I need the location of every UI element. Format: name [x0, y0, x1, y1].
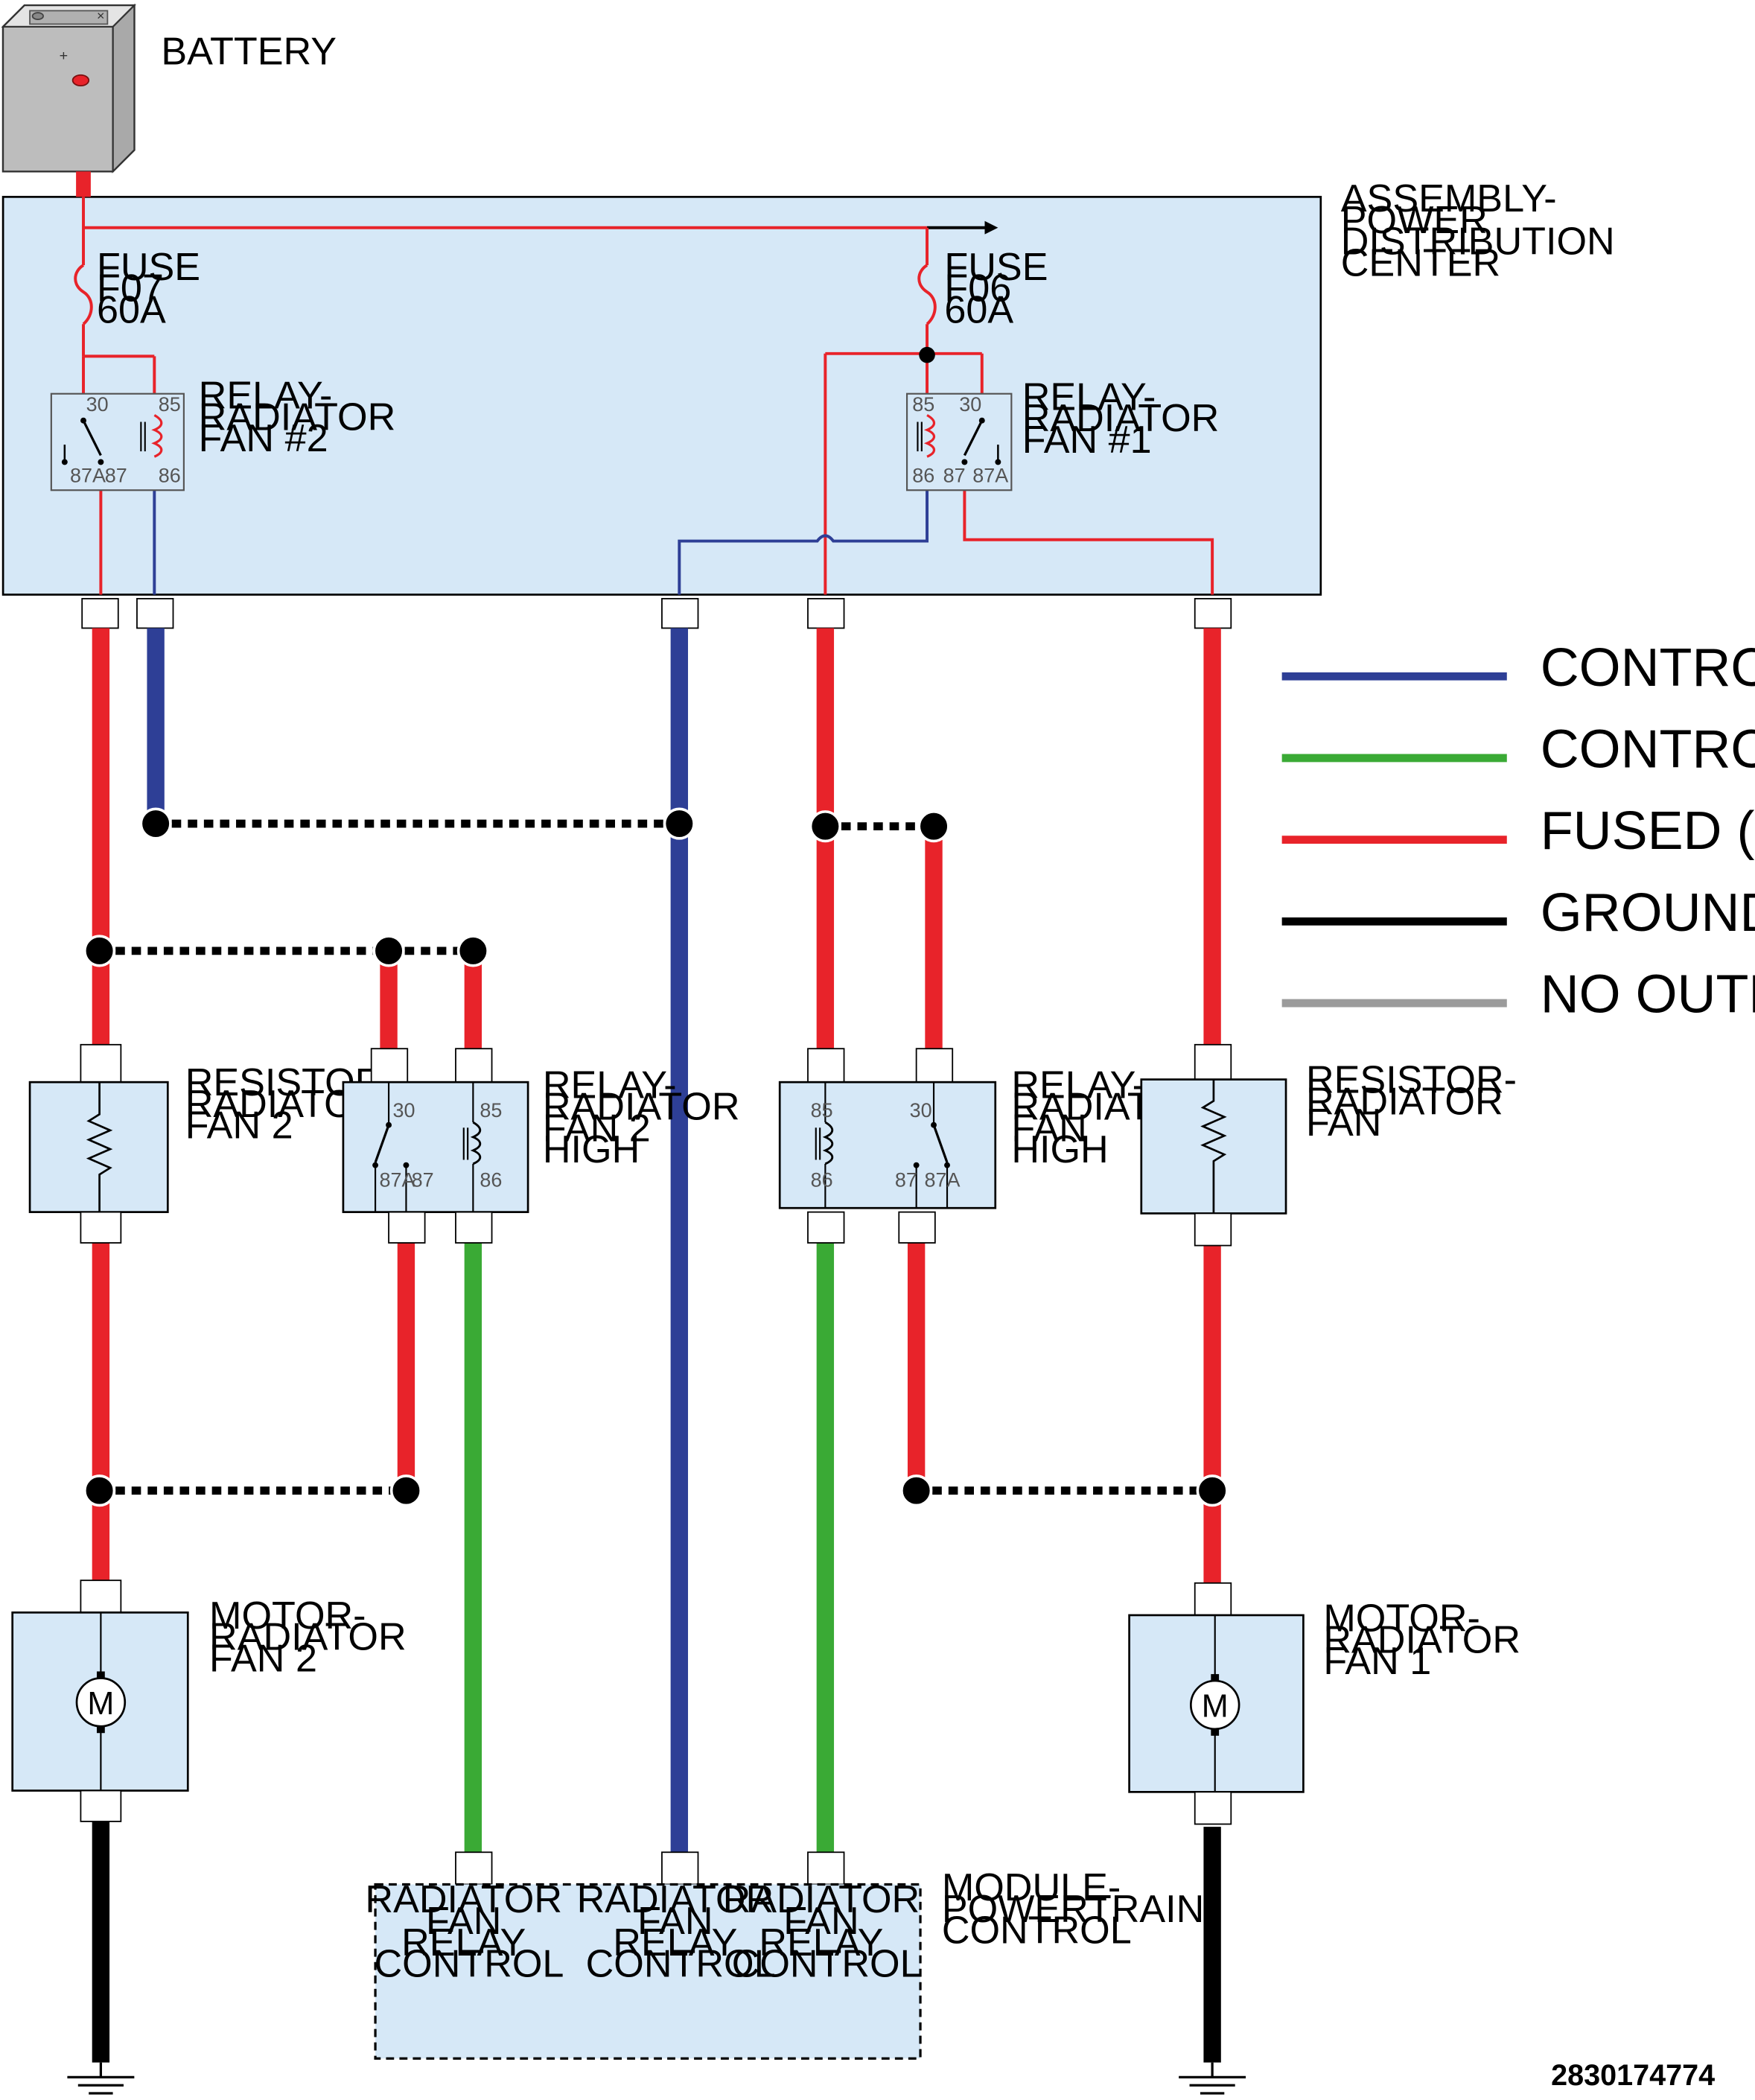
- svg-text:87A: 87A: [70, 464, 106, 486]
- relay-fan-high-label: RELAY- RADIATOR FAN HIGH: [1011, 1064, 1219, 1171]
- svg-text:87: 87: [943, 464, 966, 486]
- svg-text:86: 86: [912, 464, 934, 486]
- svg-text:85: 85: [912, 393, 934, 416]
- fuse-f07-symbol: [74, 264, 93, 325]
- pcm-pin-3-label: RADIATOR FAN RELAY CONTROL: [723, 1878, 931, 1985]
- pcm-pin-1-label: RADIATOR FAN RELAY CONTROL: [365, 1878, 573, 1985]
- pcm-pin-2-label: RADIATOR FAN RELAY CONTROL: [577, 1878, 785, 1985]
- fuse-f06-label: FUSE F06 60A: [944, 246, 1059, 332]
- fuse-f06-symbol: [917, 264, 937, 325]
- svg-text:×: ×: [97, 8, 105, 23]
- svg-text:86: 86: [480, 1168, 502, 1191]
- svg-text:30: 30: [959, 393, 981, 416]
- legend-label-ground: GROUND: [1541, 883, 1755, 943]
- svg-text:87: 87: [895, 1168, 917, 1191]
- battery: + ×: [1, 3, 136, 174]
- relay-fan1-label: RELAY- RADIATOR FAN #1: [1022, 375, 1230, 462]
- resistor-fan2-symbol: [86, 1082, 113, 1212]
- battery-label: BATTERY: [161, 30, 337, 73]
- svg-text:87A: 87A: [379, 1168, 415, 1191]
- relay-radiator-fan-2-high: 30 85 87A 87 86: [342, 1081, 529, 1213]
- legend: CONTROL ON CONTROL OFF FUSED (B+) GROUND…: [1281, 638, 1755, 1025]
- motor-radiator-fan-2: M: [11, 1611, 189, 1792]
- relay-fan2-label: RELAY- RADIATOR FAN #2: [199, 375, 407, 461]
- ground-symbol-fan1: [1179, 2062, 1246, 2095]
- motor-fan2-label: MOTOR- RADIATOR FAN 2: [209, 1594, 417, 1681]
- module-powertrain-control: [374, 1883, 922, 2060]
- resistor-fan-label: RESISTOR- RADIATOR FAN: [1306, 1059, 1527, 1145]
- external-wires: [92, 628, 1221, 2063]
- resistor-fan-symbol: [1200, 1079, 1227, 1214]
- motor-fan2-circle: [75, 1677, 127, 1728]
- relay-radiator-fan-1: 85 30 86 87 87A: [905, 392, 1013, 491]
- svg-text:85: 85: [159, 393, 181, 416]
- svg-text:+: +: [60, 48, 69, 64]
- svg-text:85: 85: [811, 1099, 833, 1121]
- battery-positive-terminal: [71, 74, 90, 87]
- pdc-label: ASSEMBLY- POWER DISTRIBUTION CENTER: [1341, 177, 1625, 284]
- fuse-f07-label: FUSE F07 60A: [97, 246, 211, 332]
- svg-text:30: 30: [910, 1099, 932, 1121]
- svg-text:86: 86: [811, 1168, 833, 1191]
- document-number: 2830174774: [1551, 2059, 1715, 2092]
- svg-text:87: 87: [412, 1168, 434, 1191]
- legend-label-control-off: CONTROL OFF: [1541, 720, 1755, 780]
- svg-text:86: 86: [159, 464, 181, 486]
- motor-fan1-circle: [1189, 1679, 1240, 1731]
- svg-text:M: M: [1202, 1689, 1229, 1725]
- power-distribution-center: [1, 196, 1322, 596]
- svg-text:30: 30: [392, 1099, 415, 1121]
- splice-links: [99, 819, 1213, 1495]
- motor-fan1-label: MOTOR- RADIATOR FAN 1: [1323, 1597, 1531, 1684]
- legend-label-fused: FUSED (B+): [1541, 801, 1755, 861]
- splice-points: [83, 807, 1229, 1507]
- svg-text:85: 85: [480, 1099, 502, 1121]
- ground-symbol-fan2: [67, 2062, 135, 2095]
- svg-text:87: 87: [105, 464, 127, 486]
- relay-fan2-high-label: RELAY- RADIATOR FAN 2 HIGH: [543, 1064, 751, 1171]
- pdc-connectors: [81, 598, 1232, 629]
- pdc-internal-wires: [76, 171, 1214, 595]
- motor-radiator-fan-1: M: [1128, 1614, 1305, 1793]
- svg-text:87A: 87A: [924, 1168, 960, 1191]
- relay-radiator-fan-2: 30 85 87A 87 86: [50, 392, 185, 491]
- legend-label-control-on: CONTROL ON: [1541, 638, 1755, 698]
- legend-label-no-output: NO OUTPUT: [1541, 965, 1755, 1025]
- svg-text:30: 30: [86, 393, 109, 416]
- svg-text:87A: 87A: [972, 464, 1008, 486]
- relay-radiator-fan-high: 85 30 86 87 87A: [778, 1081, 997, 1209]
- svg-text:M: M: [87, 1686, 114, 1722]
- pcm-label: MODULE- POWERTRAIN CONTROL: [942, 1866, 1215, 1953]
- pdc-splice: [919, 346, 935, 363]
